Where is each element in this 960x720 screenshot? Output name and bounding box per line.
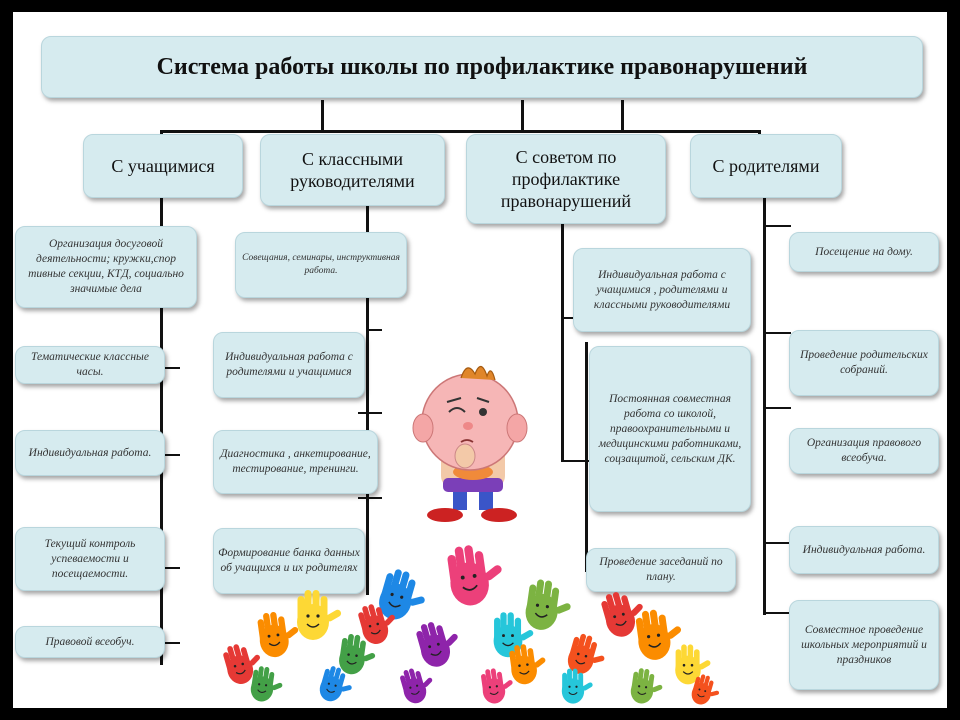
connector: [358, 412, 382, 414]
connector: [358, 497, 382, 499]
hand-icon: [561, 668, 593, 704]
category-students: С учащимися: [83, 134, 243, 198]
teachers-item: Диагностика , анкетирование, тестировани…: [213, 430, 378, 494]
connector: [763, 542, 791, 544]
council-item: Индивидуальная работа с учащимися , роди…: [573, 248, 751, 332]
connector: [160, 642, 180, 644]
students-item: Организация досуговой деятельности; круж…: [15, 226, 197, 308]
connector: [160, 567, 180, 569]
hand-icon: [400, 668, 433, 704]
connector: [160, 130, 760, 133]
parents-item: Посещение на дому.: [789, 232, 939, 272]
hand-icon: [297, 590, 342, 640]
connector: [321, 100, 324, 132]
connector: [763, 225, 791, 227]
hand-icon: [493, 612, 534, 658]
hand-icon: [601, 592, 643, 637]
hand-icon: [223, 644, 260, 684]
students-item: Индивидуальная работа.: [15, 430, 165, 476]
category-teachers: С классными руководителями: [260, 134, 445, 206]
teachers-item: Формирование банка данных об учащихся и …: [213, 528, 365, 594]
connector: [160, 454, 180, 456]
connector: [585, 342, 588, 572]
connector: [763, 612, 791, 614]
hand-icon: [416, 622, 458, 667]
council-item: Постоянная совместная работа со школой, …: [589, 346, 751, 512]
thinking-child-icon: [412, 365, 528, 522]
parents-item: Совместное проведение школьных мероприят…: [789, 600, 939, 690]
hand-icon: [319, 666, 352, 702]
parents-item: Организация правового всеобуча.: [789, 428, 939, 474]
hand-icon: [481, 668, 513, 704]
students-item: Текущий контроль успеваемости и посещаем…: [15, 527, 165, 591]
teachers-item: Совещания, семинары, инструктивная работ…: [235, 232, 407, 298]
students-item: Правовой всеобуч.: [15, 626, 165, 658]
hand-icon: [691, 674, 720, 705]
hand-icon: [675, 644, 711, 685]
connector: [521, 100, 524, 132]
hand-icon: [635, 609, 682, 660]
teachers-item: Индивидуальная работа с родителями и уча…: [213, 332, 365, 398]
hand-icon: [509, 644, 546, 685]
connector: [561, 460, 591, 462]
hand-icon: [358, 604, 395, 644]
hand-icon: [250, 666, 283, 702]
connector: [160, 195, 163, 665]
category-parents: С родителями: [690, 134, 842, 198]
category-council: С советом по профилактике правонарушений: [466, 134, 666, 224]
connector: [763, 407, 791, 409]
hand-icon: [525, 579, 571, 630]
parents-item: Индивидуальная работа.: [789, 526, 939, 574]
hand-icon: [339, 633, 376, 675]
connector: [621, 100, 624, 132]
council-item: Проведение заседаний по плану.: [586, 548, 736, 592]
connector: [763, 195, 766, 615]
connector: [561, 317, 575, 319]
hand-icon: [630, 668, 663, 704]
hand-icon: [379, 569, 425, 620]
diagram-canvas: Система работы школы по профилактике пра…: [13, 12, 947, 708]
students-item: Тематические классные часы.: [15, 346, 165, 384]
connector: [561, 222, 564, 462]
connector: [763, 332, 791, 334]
connector: [160, 367, 180, 369]
parents-item: Проведение родительских собраний.: [789, 330, 939, 396]
hand-icon: [257, 611, 299, 658]
connector: [366, 195, 369, 595]
hand-icon: [567, 633, 605, 674]
connector: [366, 329, 382, 331]
hand-icon: [447, 545, 502, 606]
diagram-title: Система работы школы по профилактике пра…: [41, 36, 923, 98]
illustrations: [223, 365, 720, 705]
colorful-hands-icon: [223, 545, 720, 705]
